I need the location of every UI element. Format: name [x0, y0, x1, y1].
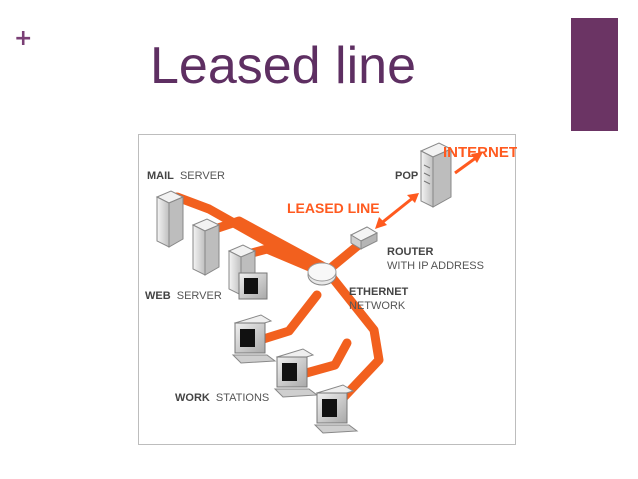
workstation2-cable: [294, 338, 352, 380]
mail-server-cable: [172, 192, 324, 276]
web-server-label-bold: WEB: [145, 290, 171, 302]
workstation-1-icon: [231, 314, 277, 364]
internet-arrow: [454, 152, 483, 175]
network-diagram-svg: MAIL SERVER WEB SERVER WORK STATIONS POP…: [145, 142, 517, 434]
workstation-3-icon: [313, 384, 359, 434]
workstation1-cable: [252, 290, 322, 346]
mail-server-label: MAIL SERVER: [147, 170, 225, 182]
work-stations-label-rest: STATIONS: [216, 392, 269, 404]
workstation-2-icon: [273, 348, 319, 398]
work-stations-label-bold: WORK: [175, 392, 210, 404]
server-icon: [191, 218, 221, 276]
leased-line-label: LEASED LINE: [287, 200, 380, 216]
web-server-icon: [227, 244, 268, 300]
router-ip-label: WITH IP ADDRESS: [387, 260, 484, 272]
slide-title: Leased line: [150, 37, 416, 95]
mail-server-icon: [155, 190, 185, 248]
network-diagram: MAIL SERVER WEB SERVER WORK STATIONS POP…: [138, 134, 517, 445]
mail-server-label-rest: SERVER: [180, 170, 225, 182]
web-server-label: WEB SERVER: [145, 290, 222, 302]
network-label: NETWORK: [349, 300, 406, 312]
router-icon: [349, 226, 379, 250]
work-stations-label: WORK STATIONS: [175, 392, 269, 404]
ethernet-hub: [307, 262, 337, 286]
pop-label: POP: [395, 170, 418, 182]
internet-label: INTERNET: [443, 144, 517, 161]
mail-server-label-bold: MAIL: [147, 170, 174, 182]
ethernet-label: ETHERNET: [349, 286, 409, 298]
pop-server-icon: [419, 142, 453, 208]
router-label: ROUTER: [387, 246, 434, 258]
plus-icon: +: [14, 26, 33, 51]
leased-line-arrow: [375, 193, 419, 229]
web-server-label-rest: SERVER: [177, 290, 222, 302]
accent-bar: [571, 18, 618, 131]
